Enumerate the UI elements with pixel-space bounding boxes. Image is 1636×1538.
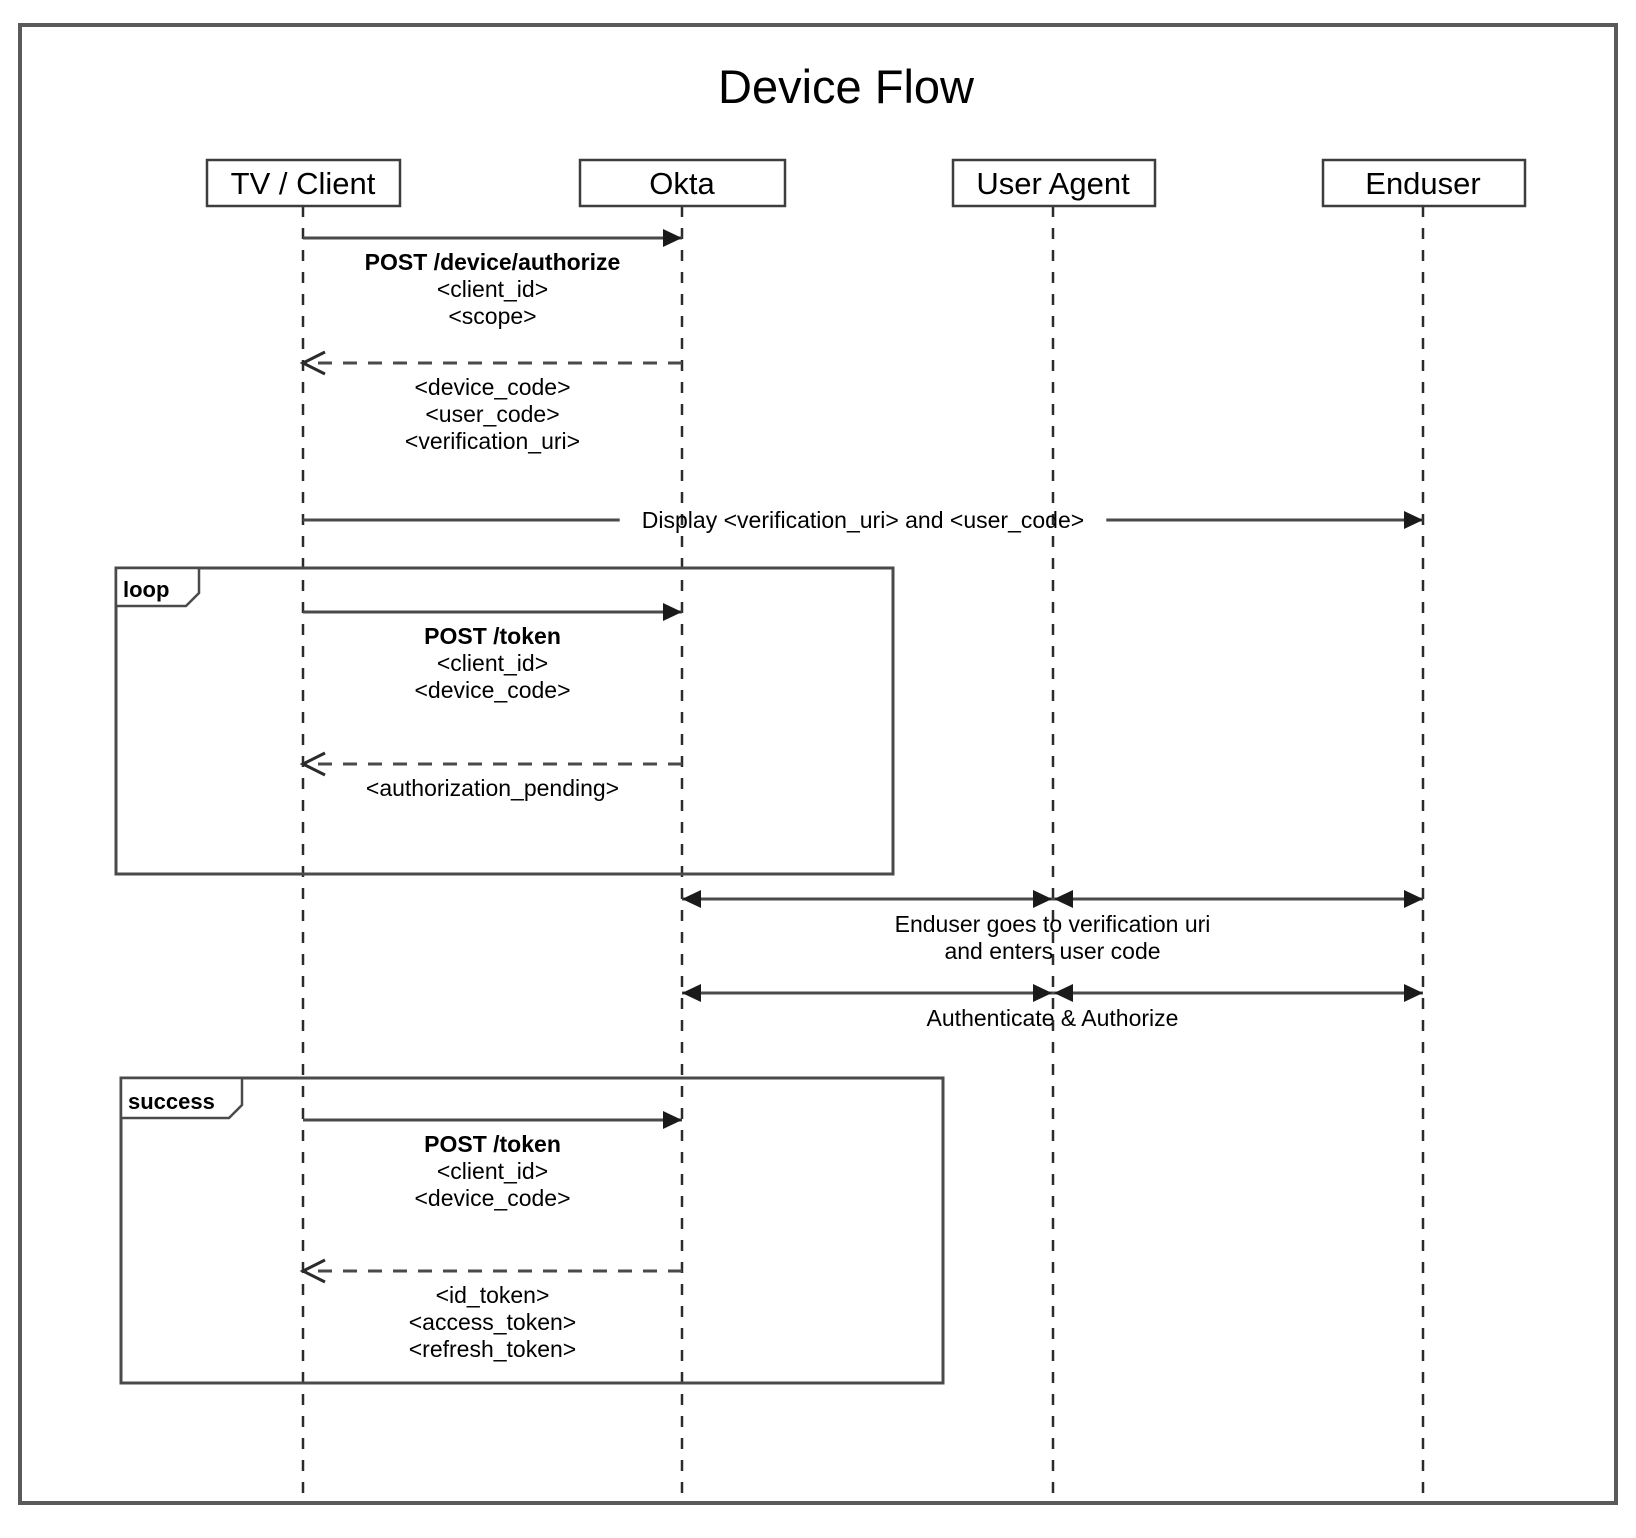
message-label-m1-0: POST /device/authorize <box>365 249 621 275</box>
participant-box-okta <box>578 158 787 208</box>
arrowhead-mid-out-m6 <box>1054 890 1073 908</box>
arrowhead-left-m7 <box>682 984 701 1002</box>
message-m1: POST /device/authorize<client_id><scope> <box>303 229 682 329</box>
message-label-m9-0: <id_token> <box>436 1282 550 1308</box>
message-m7: Authenticate & Authorize <box>682 984 1423 1031</box>
participant-label-okta: Okta <box>649 166 715 201</box>
message-label-m8-2: <device_code> <box>414 1185 570 1211</box>
message-m8: POST /token<client_id><device_code> <box>303 1111 682 1211</box>
message-label-m9-2: <refresh_token> <box>409 1336 577 1362</box>
success-fragment-box <box>119 1076 945 1385</box>
loop-fragment-label: loop <box>123 577 169 602</box>
arrowhead-m1 <box>663 229 682 247</box>
participant-box-client <box>205 158 402 208</box>
message-label-m5-0: <authorization_pending> <box>366 775 619 801</box>
loop-fragment-tab <box>114 566 201 608</box>
success-fragment: success <box>119 1076 945 1385</box>
message-label-m1-2: <scope> <box>448 303 536 329</box>
participant-label-user_agent: User Agent <box>976 166 1130 201</box>
participants-layer: TV / Client Okta User Agent Enduser <box>205 158 1527 208</box>
lifelines-layer <box>301 206 1425 1495</box>
message-label-m1-1: <client_id> <box>437 276 548 302</box>
message-label-m2-2: <verification_uri> <box>405 428 580 454</box>
message-label-m4-0: POST /token <box>424 623 561 649</box>
message-label-m9-1: <access_token> <box>409 1309 577 1335</box>
fragments-layer: loop success <box>114 566 945 1385</box>
arrowhead-m5 <box>299 751 326 777</box>
diagram-outer-border <box>18 23 1618 1505</box>
participant-box-user_agent <box>951 158 1157 208</box>
message-m9: <id_token><access_token><refresh_token> <box>299 1258 682 1362</box>
arrowhead-mid-out-m7 <box>1054 984 1073 1002</box>
arrowhead-right-m6 <box>1404 890 1423 908</box>
participant-client[interactable]: TV / Client <box>205 158 402 208</box>
arrowhead-m8 <box>663 1111 682 1129</box>
loop-fragment: loop <box>114 566 895 876</box>
message-label-m2-0: <device_code> <box>414 374 570 400</box>
arrowhead-m2 <box>299 350 326 376</box>
message-label-m8-1: <client_id> <box>437 1158 548 1184</box>
message-label-m8-0: POST /token <box>424 1131 561 1157</box>
success-fragment-label: success <box>128 1089 215 1114</box>
message-m4: POST /token<client_id><device_code> <box>303 603 682 703</box>
messages-layer: POST /device/authorize<client_id><scope>… <box>299 229 1423 1362</box>
arrowhead-mid-in-m6 <box>1033 890 1052 908</box>
message-m2: <device_code><user_code><verification_ur… <box>299 350 682 454</box>
loop-fragment-box <box>114 566 895 876</box>
success-fragment-tab <box>119 1076 244 1120</box>
message-label-m7-0: Authenticate & Authorize <box>927 1005 1179 1031</box>
participant-label-client: TV / Client <box>231 166 376 201</box>
message-m5: <authorization_pending> <box>299 751 682 801</box>
participant-okta[interactable]: Okta <box>578 158 787 208</box>
arrowhead-right-m7 <box>1404 984 1423 1002</box>
page-title: Device Flow <box>718 60 975 113</box>
arrowhead-m9 <box>299 1258 326 1284</box>
participant-user_agent[interactable]: User Agent <box>951 158 1157 208</box>
arrowhead-left-m6 <box>682 890 701 908</box>
message-label-m6-1: and enters user code <box>944 938 1160 964</box>
participant-enduser[interactable]: Enduser <box>1321 158 1527 208</box>
message-m3: Display <verification_uri> and <user_cod… <box>303 507 1423 533</box>
message-label-m6-0: Enduser goes to verification uri <box>895 911 1211 937</box>
message-label-m2-1: <user_code> <box>425 401 559 427</box>
message-label-m4-1: <client_id> <box>437 650 548 676</box>
arrowhead-m4 <box>663 603 682 621</box>
arrowhead-m3 <box>1404 511 1423 529</box>
arrowhead-mid-in-m7 <box>1033 984 1052 1002</box>
message-label-m4-2: <device_code> <box>414 677 570 703</box>
message-label-m3-0: Display <verification_uri> and <user_cod… <box>642 507 1084 533</box>
participant-label-enduser: Enduser <box>1365 166 1480 201</box>
participant-box-enduser <box>1321 158 1527 208</box>
